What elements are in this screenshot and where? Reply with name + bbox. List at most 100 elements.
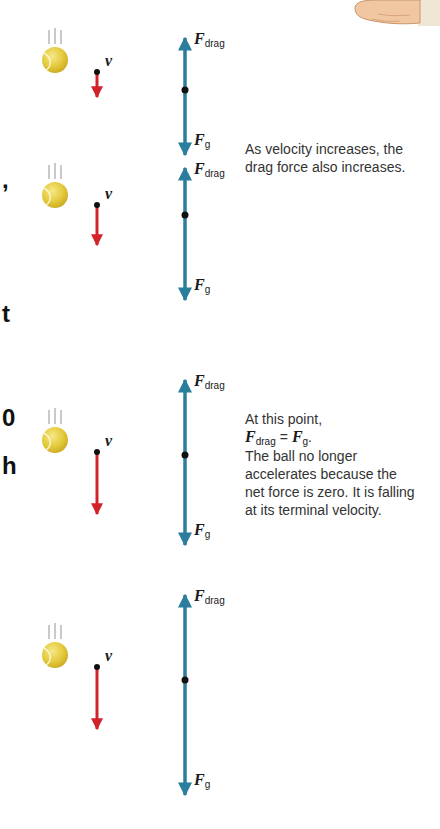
text-line: h	[2, 452, 17, 480]
velocity-label: v	[105, 647, 112, 665]
ball-seam	[44, 53, 50, 70]
drag-force-label: Fdrag	[194, 160, 225, 179]
tennis-ball	[42, 427, 68, 453]
cropped-glyph: h	[2, 452, 17, 479]
tennis-ball	[42, 47, 68, 73]
subscript: g	[205, 779, 211, 790]
text-line: Fdrag	[194, 30, 225, 49]
cropped-text-fragment: ,	[2, 166, 9, 194]
explanation-note: As velocity increases, the drag force al…	[245, 140, 410, 176]
force-symbol: F	[194, 30, 205, 47]
gravity-force-label: Fg	[194, 276, 210, 295]
note-text: At this point,	[245, 411, 322, 427]
drag-force-label: Fdrag	[194, 587, 225, 606]
text-line: v	[105, 432, 112, 450]
hand	[355, 0, 440, 26]
force-symbol: F	[194, 131, 205, 148]
motion-lines	[49, 163, 61, 179]
force-symbol: F	[194, 276, 205, 293]
gravity-force-arrow	[183, 680, 187, 795]
velocity-label: v	[105, 185, 112, 203]
vector-origin-dot	[94, 202, 100, 208]
vector-origin-dot	[94, 449, 100, 455]
velocity-arrow	[96, 452, 99, 514]
text-line: Fg	[194, 131, 210, 150]
velocity-label: v	[105, 52, 112, 70]
ball-4	[42, 623, 68, 668]
force-symbol: F	[194, 160, 205, 177]
sleeve-cuff	[418, 0, 440, 26]
velocity-symbol: v	[105, 185, 112, 202]
ball-seam	[44, 648, 50, 665]
gravity-force-label: Fg	[194, 131, 210, 150]
ball-1	[42, 28, 68, 73]
force-origin-dot	[182, 87, 189, 94]
subscript: drag	[205, 168, 225, 179]
text-line: Fdrag	[194, 160, 225, 179]
finger-lines	[372, 14, 410, 21]
text-line: v	[105, 52, 112, 70]
gravity-force-label: Fg	[194, 771, 210, 790]
velocity-symbol: v	[105, 52, 112, 69]
velocity-symbol: v	[105, 647, 112, 664]
subscript: g	[205, 529, 211, 540]
velocity-arrow	[96, 72, 99, 97]
force-symbol: F	[194, 771, 205, 788]
vector-origin-dot	[94, 69, 100, 75]
text-line: Fdrag=Fg.	[245, 428, 415, 447]
note-text: The ball no longer accelerates because t…	[245, 448, 415, 518]
velocity-vectors	[94, 69, 100, 729]
text-line: At this point,	[245, 410, 415, 428]
drag-force-label: Fdrag	[194, 30, 225, 49]
subscript: drag	[205, 380, 225, 391]
motion-lines	[49, 623, 61, 639]
velocity-arrow	[96, 667, 99, 729]
subscript: g	[205, 139, 211, 150]
gravity-force-arrow	[183, 90, 187, 155]
subscript: g	[205, 284, 211, 295]
ball-3	[42, 408, 68, 453]
note-text: As velocity increases, the drag force al…	[245, 141, 405, 175]
cropped-glyph: t	[2, 300, 10, 327]
subscript: g	[303, 436, 309, 447]
subscript: drag	[205, 595, 225, 606]
cropped-text-fragment: h	[2, 452, 17, 480]
text-line: Fg	[194, 276, 210, 295]
text-line: Fdrag	[194, 587, 225, 606]
tennis-ball	[42, 182, 68, 208]
gravity-force-label: Fg	[194, 521, 210, 540]
ball-seam	[44, 433, 50, 450]
subscript: drag	[256, 436, 276, 447]
drag-force-label: Fdrag	[194, 372, 225, 391]
text-line: v	[105, 647, 112, 665]
text-line: ,	[2, 166, 9, 194]
drag-force-arrow	[183, 38, 187, 90]
motion-lines	[49, 28, 61, 44]
force-symbol: F	[245, 428, 256, 445]
text-line: 0	[2, 404, 15, 432]
text-line: Fg	[194, 771, 210, 790]
cropped-glyph: 0	[2, 404, 15, 431]
force-diagrams	[182, 38, 189, 795]
tennis-ball	[42, 642, 68, 668]
cropped-text-fragment: t	[2, 300, 10, 328]
force-symbol: F	[194, 372, 205, 389]
force-origin-dot	[182, 212, 189, 219]
ball-seam	[44, 188, 50, 205]
cropped-glyph: ,	[2, 166, 9, 193]
force-origin-dot	[182, 452, 189, 459]
velocity-arrow	[96, 205, 99, 245]
subscript: drag	[205, 38, 225, 49]
vector-origin-dot	[94, 664, 100, 670]
note-text: .	[308, 429, 312, 445]
force-symbol: F	[292, 428, 303, 445]
cropped-text-fragment: 0	[2, 404, 15, 432]
text-line: As velocity increases, the drag force al…	[245, 140, 410, 176]
force-symbol: F	[194, 521, 205, 538]
terminal-velocity-note: At this point,Fdrag=Fg.The ball no longe…	[245, 410, 415, 519]
drag-force-arrow	[183, 168, 187, 215]
gravity-force-arrow	[183, 215, 187, 300]
text-line: Fdrag	[194, 372, 225, 391]
